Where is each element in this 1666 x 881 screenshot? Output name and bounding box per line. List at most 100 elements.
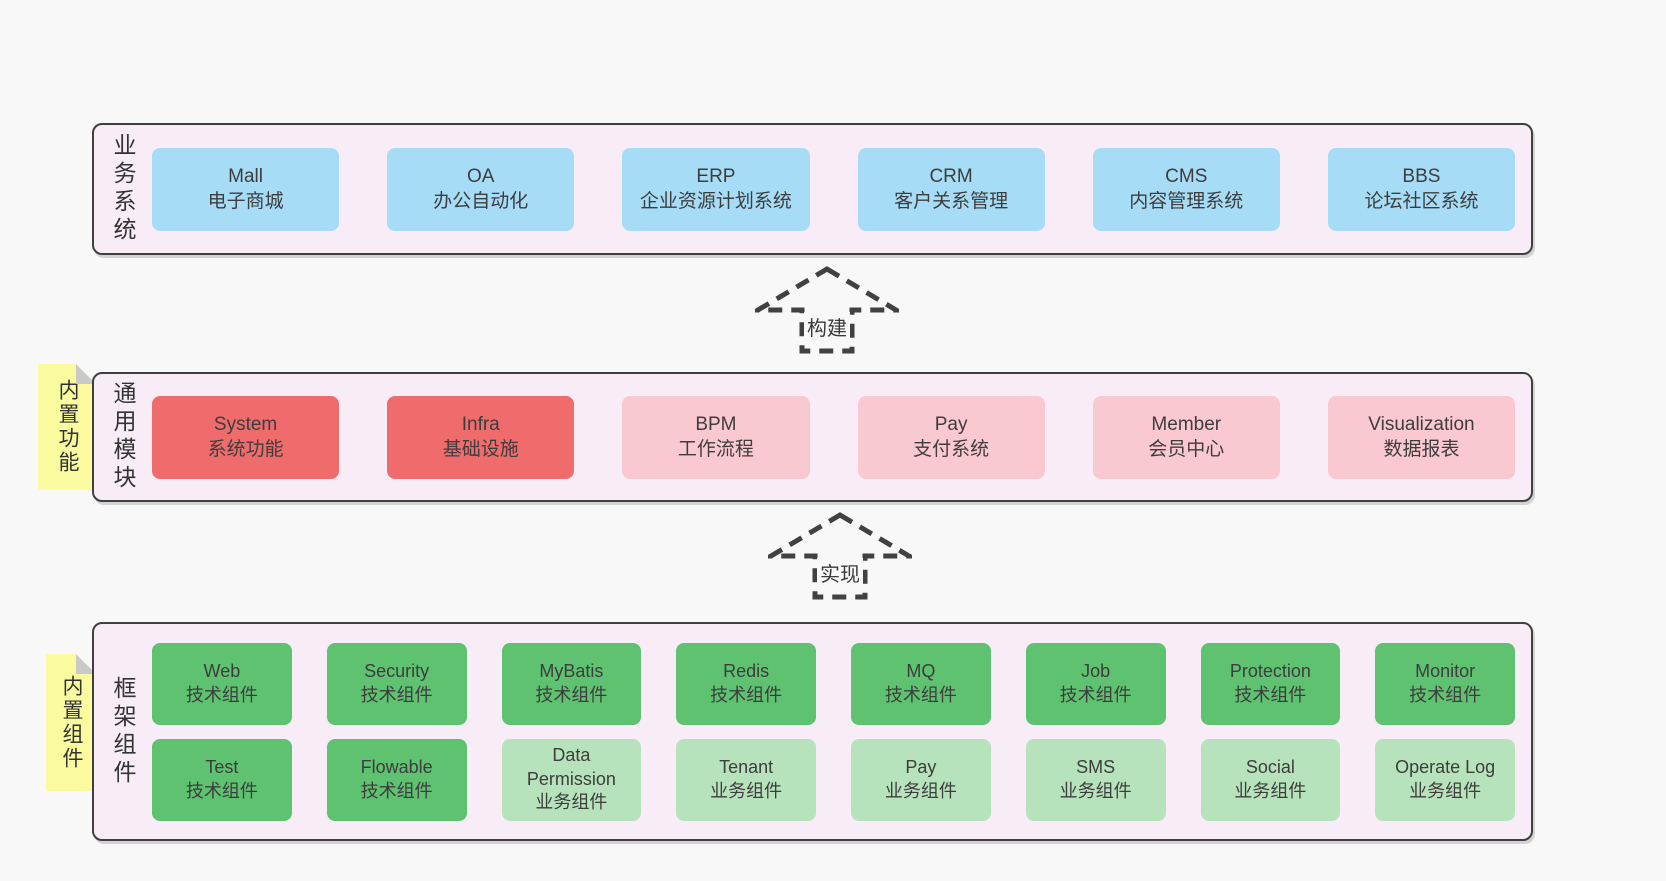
box-subtitle: 业务组件 xyxy=(1234,780,1307,801)
box-title: Visualization xyxy=(1368,413,1475,435)
box-title: Operate Log xyxy=(1395,756,1496,777)
box-flowable: Flowable 技术组件 xyxy=(326,738,467,821)
box-subtitle: 工作流程 xyxy=(677,439,754,460)
box-title: Pay xyxy=(934,413,968,435)
box-cms: CMS 内容管理系统 xyxy=(1092,147,1280,231)
box-member: Member 会员中心 xyxy=(1092,395,1280,479)
box-web: Web 技术组件 xyxy=(152,642,292,725)
box-row: System 系统功能 Infra 基础设施 BPM 工作流程 Pay 支付系统… xyxy=(152,395,1516,479)
box-subtitle: 电子商城 xyxy=(207,191,284,212)
box-title: Mall xyxy=(228,165,263,187)
box-subtitle: 业务组件 xyxy=(1059,780,1132,801)
layer-label-business: 业务系统 xyxy=(94,125,152,253)
layer-label-modules: 通用模块 xyxy=(94,374,152,500)
layer-business-boxes: Mall 电子商城 OA 办公自动化 ERP 企业资源计划系统 CRM 客户关系… xyxy=(152,125,1531,253)
arrow-up-icon xyxy=(755,266,899,354)
box-title: Member xyxy=(1151,413,1222,435)
layer-label-text: 通用模块 xyxy=(110,381,136,493)
box-title: BBS xyxy=(1402,165,1441,187)
box-subtitle: 技术组件 xyxy=(710,684,783,705)
box-infra: Infra 基础设施 xyxy=(387,395,575,479)
box-subtitle: 技术组件 xyxy=(360,780,433,801)
box-redis: Redis 技术组件 xyxy=(676,642,816,725)
sticky-note-text: 内置组件 xyxy=(60,674,83,771)
box-title: ERP xyxy=(696,165,736,187)
box-subtitle: 技术组件 xyxy=(884,684,957,705)
box-subtitle: 业务组件 xyxy=(710,780,783,801)
box-subtitle: 基础设施 xyxy=(442,439,519,460)
box-subtitle: 支付系统 xyxy=(913,439,990,460)
box-job: Job 技术组件 xyxy=(1025,642,1166,725)
box-title: System xyxy=(213,413,278,435)
box-title: Web xyxy=(203,660,241,681)
box-subtitle: 业务组件 xyxy=(1409,780,1482,801)
box-security: Security 技术组件 xyxy=(326,642,467,725)
box-bbs: BBS 论坛社区系统 xyxy=(1327,147,1516,231)
box-title: Pay xyxy=(905,756,937,777)
sticky-note-builtin-components: 内置组件 xyxy=(46,654,96,791)
sticky-note-builtin-features: 内置功能 xyxy=(38,364,96,490)
arrow-implement: 实现 xyxy=(768,512,912,600)
box-title: BPM xyxy=(695,413,737,435)
box-operate-log: Operate Log 业务组件 xyxy=(1375,738,1515,821)
box-title: Flowable xyxy=(360,756,433,777)
box-subtitle: 技术组件 xyxy=(1059,684,1132,705)
box-protection: Protection 技术组件 xyxy=(1200,642,1341,725)
layer-components-boxes: Web 技术组件 Security 技术组件 MyBatis 技术组件 Redi… xyxy=(152,624,1531,839)
layer-business-systems: 业务系统 Mall 电子商城 OA 办公自动化 ERP 企业资源计划系统 CRM… xyxy=(92,123,1533,255)
box-title: OA xyxy=(467,165,495,187)
box-title: Protection xyxy=(1229,660,1311,681)
box-title: CMS xyxy=(1165,165,1208,187)
box-title: CRM xyxy=(929,165,973,187)
box-subtitle: 业务组件 xyxy=(884,780,957,801)
layer-label-components: 框架组件 xyxy=(94,624,152,839)
box-subtitle: 技术组件 xyxy=(185,684,258,705)
box-title: Job xyxy=(1081,660,1111,681)
box-subtitle: 技术组件 xyxy=(185,780,258,801)
box-title: SMS xyxy=(1076,756,1116,777)
box-title: MQ xyxy=(906,660,936,681)
box-mybatis: MyBatis 技术组件 xyxy=(501,642,642,725)
box-subtitle: 系统功能 xyxy=(207,439,284,460)
box-title: MyBatis xyxy=(539,660,604,681)
layer-label-text: 框架组件 xyxy=(110,675,136,788)
box-monitor: Monitor 技术组件 xyxy=(1375,642,1515,725)
box-row: Mall 电子商城 OA 办公自动化 ERP 企业资源计划系统 CRM 客户关系… xyxy=(152,147,1516,231)
box-sms: SMS 业务组件 xyxy=(1025,738,1166,821)
box-subtitle: 内容管理系统 xyxy=(1129,191,1244,212)
box-system: System 系统功能 xyxy=(152,395,340,479)
box-title: Data Permission xyxy=(526,744,616,789)
box-subtitle: 技术组件 xyxy=(1409,684,1482,705)
box-mall: Mall 电子商城 xyxy=(152,147,340,231)
box-subtitle: 业务组件 xyxy=(535,792,608,813)
box-subtitle: 会员中心 xyxy=(1148,439,1225,460)
box-erp: ERP 企业资源计划系统 xyxy=(622,147,810,231)
box-pay-component: Pay 业务组件 xyxy=(851,738,991,821)
box-subtitle: 技术组件 xyxy=(360,684,433,705)
arrow-up-icon xyxy=(768,512,912,600)
box-subtitle: 企业资源计划系统 xyxy=(639,191,792,212)
box-title: Infra xyxy=(461,413,500,435)
box-pay: Pay 支付系统 xyxy=(857,395,1045,479)
box-title: Monitor xyxy=(1415,660,1476,681)
box-subtitle: 技术组件 xyxy=(1234,684,1307,705)
box-subtitle: 论坛社区系统 xyxy=(1364,191,1479,212)
box-row: Web 技术组件 Security 技术组件 MyBatis 技术组件 Redi… xyxy=(152,642,1515,725)
box-title: Test xyxy=(205,756,239,777)
box-oa: OA 办公自动化 xyxy=(387,147,575,231)
box-data-permission: Data Permission 业务组件 xyxy=(501,738,642,821)
arrow-implement-label: 实现 xyxy=(817,558,863,587)
box-mq: MQ 技术组件 xyxy=(851,642,991,725)
arrow-build-label: 构建 xyxy=(804,312,850,341)
box-title: Tenant xyxy=(719,756,774,777)
box-row: Test 技术组件 Flowable 技术组件 Data Permission … xyxy=(152,738,1515,821)
box-test: Test 技术组件 xyxy=(152,738,292,821)
layer-common-modules: 通用模块 System 系统功能 Infra 基础设施 BPM 工作流程 Pay… xyxy=(92,372,1533,502)
box-visualization: Visualization 数据报表 xyxy=(1327,395,1516,479)
box-subtitle: 办公自动化 xyxy=(433,191,529,212)
layer-label-text: 业务系统 xyxy=(110,133,136,245)
box-social: Social 业务组件 xyxy=(1200,738,1341,821)
layer-modules-boxes: System 系统功能 Infra 基础设施 BPM 工作流程 Pay 支付系统… xyxy=(152,374,1531,500)
sticky-note-text: 内置功能 xyxy=(56,379,79,475)
box-subtitle: 技术组件 xyxy=(535,684,608,705)
